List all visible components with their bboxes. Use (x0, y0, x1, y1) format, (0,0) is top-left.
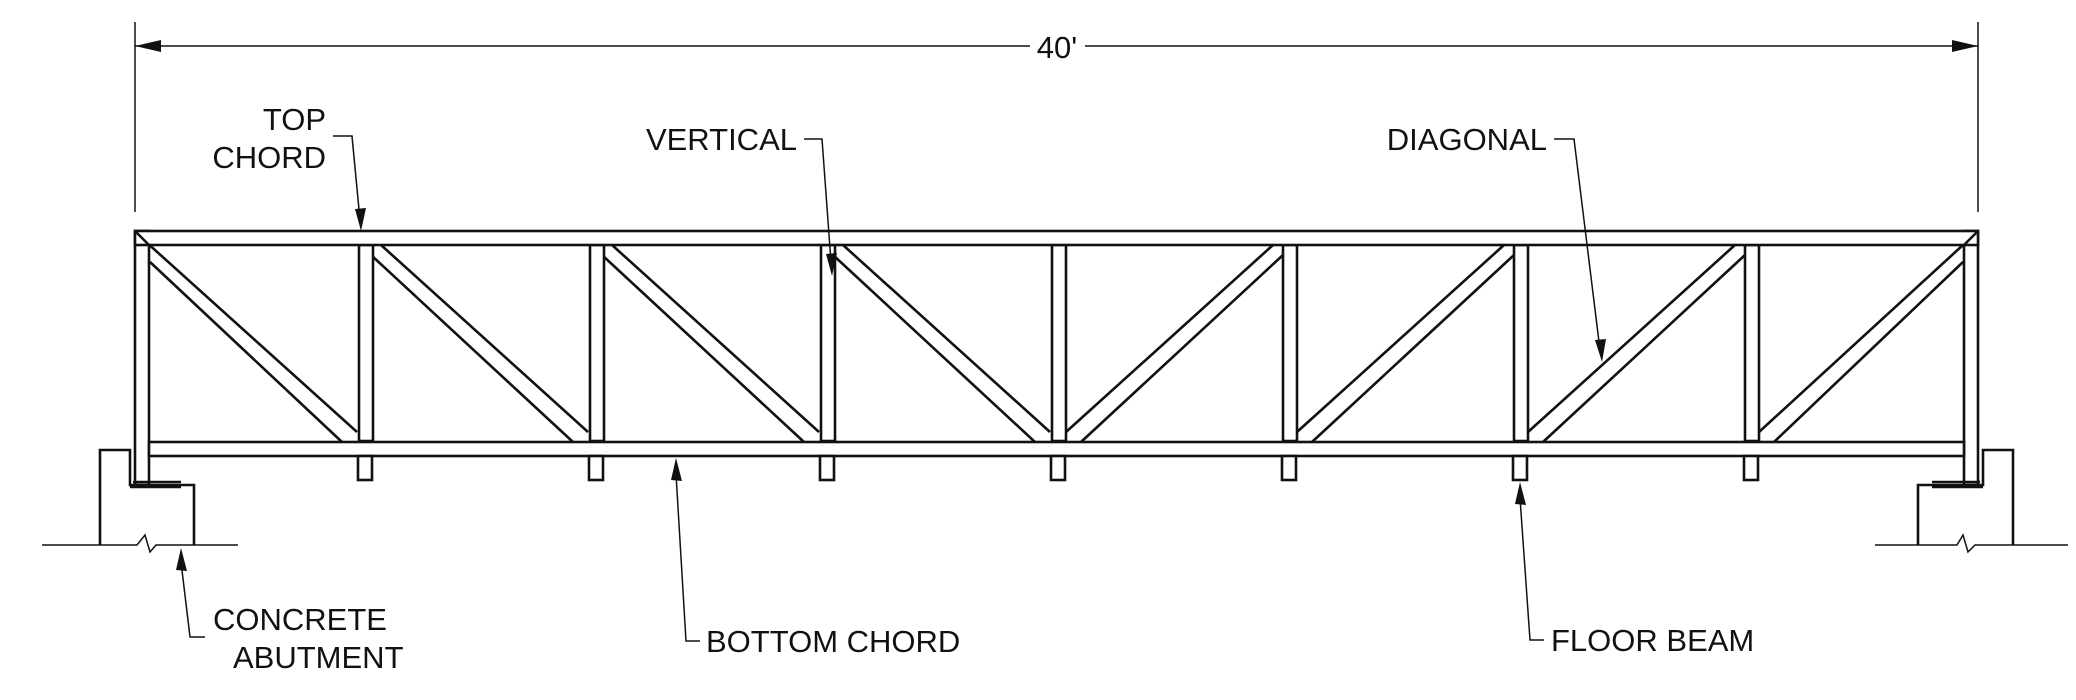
label-concrete-line2: ABUTMENT (233, 640, 404, 675)
callout-vertical: VERTICAL (646, 122, 837, 276)
abutment-right (1875, 448, 2068, 554)
leader-arrow-floor-beam (1515, 482, 1526, 505)
dimension-arrow-left (135, 40, 161, 52)
dimension-arrow-right (1952, 40, 1978, 52)
callout-floor-beam: FLOOR BEAM (1515, 482, 1754, 658)
leader-arrow-top-chord (355, 208, 366, 231)
overall-dimension: 40' (134, 22, 1979, 212)
top-chord (133, 229, 1980, 247)
label-vertical: VERTICAL (646, 122, 797, 157)
label-floor-beam: FLOOR BEAM (1551, 623, 1754, 658)
leader-arrow-diagonal (1595, 339, 1606, 362)
label-bottom-chord: BOTTOM CHORD (706, 624, 960, 659)
leader-arrow-bottom-chord (671, 458, 682, 481)
dimension-text: 40' (1037, 30, 1077, 65)
label-top-chord-line2: CHORD (212, 140, 326, 175)
label-top-chord-line1: TOP (263, 102, 326, 137)
diagonals (134, 231, 1964, 443)
leader-arrow-vertical (826, 253, 837, 276)
leader-arrow-concrete (176, 548, 187, 571)
callout-diagonal: DIAGONAL (1387, 122, 1606, 362)
floor-beams (356, 454, 1760, 482)
bottom-chord (147, 440, 1966, 458)
callout-top-chord: TOP CHORD (212, 102, 366, 231)
abutment-left (42, 448, 238, 554)
callout-concrete-abutment: CONCRETE ABUTMENT (176, 548, 404, 675)
label-diagonal: DIAGONAL (1387, 122, 1547, 157)
callout-bottom-chord: BOTTOM CHORD (671, 458, 960, 659)
label-concrete-line1: CONCRETE (213, 602, 387, 637)
